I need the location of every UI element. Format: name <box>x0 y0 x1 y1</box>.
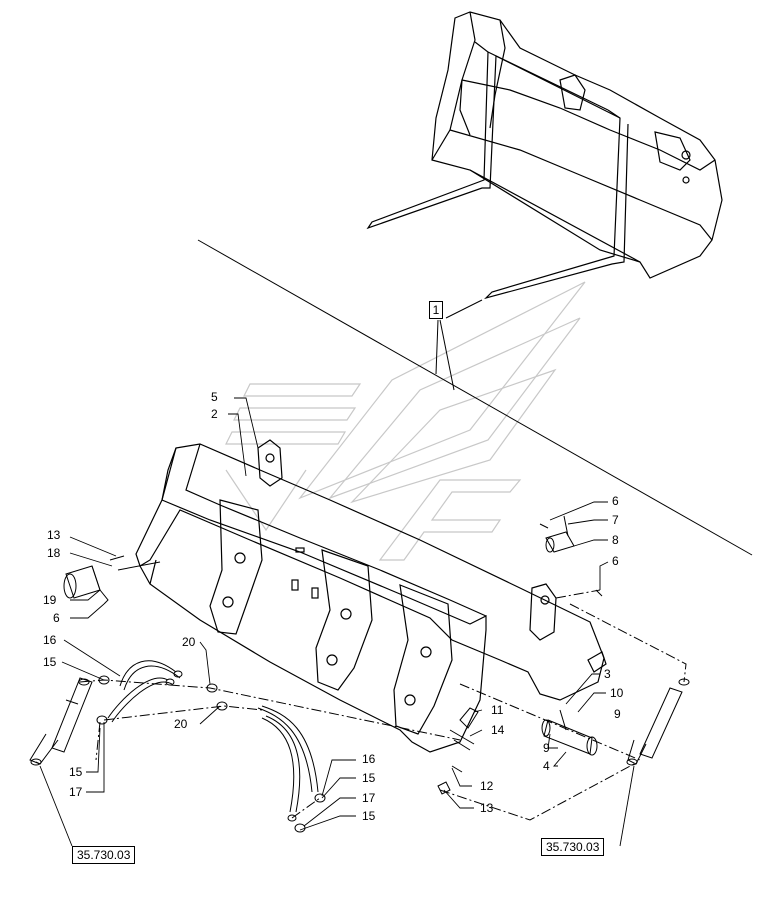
callout-6-right: 6 <box>612 554 619 568</box>
callout-15-left-bottom: 15 <box>69 765 83 779</box>
callout-6-left: 6 <box>53 611 60 625</box>
callout-9-left: 9 <box>543 741 550 755</box>
hydraulic-cylinder-right <box>626 678 690 766</box>
hydraulic-cylinder-left <box>29 677 93 766</box>
callout-16-bottom: 16 <box>362 752 376 766</box>
callout-20-bottom: 20 <box>174 717 188 731</box>
callout-15-bottom-top: 15 <box>362 771 376 785</box>
callout-17-bottom: 17 <box>362 791 376 805</box>
bolt-assembly <box>437 707 479 795</box>
leader-main-down2 <box>439 319 455 391</box>
callout-8: 8 <box>612 533 619 547</box>
bucket <box>135 439 607 753</box>
callout-3: 3 <box>604 667 611 681</box>
callout-11: 11 <box>491 703 504 717</box>
callout-15-left-top: 15 <box>43 655 57 669</box>
leader-main-down <box>435 319 439 375</box>
bucket-with-forks <box>366 11 723 300</box>
pin-13 <box>109 555 125 561</box>
callout-13-left: 13 <box>47 528 61 542</box>
callout-19: 19 <box>43 593 57 607</box>
callout-14: 14 <box>491 723 505 737</box>
callout-18: 18 <box>47 546 61 560</box>
callout-10: 10 <box>610 686 624 700</box>
callout-9-right: 9 <box>614 707 621 721</box>
hose-assembly <box>96 660 326 833</box>
cylinder-19 <box>63 565 109 605</box>
callout-2: 2 <box>211 407 218 421</box>
pin-8 <box>539 515 603 597</box>
reference-box-left[interactable]: 35.730.03 <box>72 846 136 864</box>
callout-leaders <box>39 397 635 847</box>
dash-dot-connectors <box>35 589 687 821</box>
watermark-logo <box>225 281 586 561</box>
callout-5: 5 <box>211 390 218 404</box>
callout-13-right: 13 <box>480 801 494 815</box>
callout-12: 12 <box>480 779 494 793</box>
callout-7: 7 <box>612 513 619 527</box>
callout-15-bottom: 15 <box>362 809 376 823</box>
callout-6-right-top: 6 <box>612 494 619 508</box>
callout-4: 4 <box>543 759 550 773</box>
section-divider-line <box>197 239 753 556</box>
callout-20-top: 20 <box>182 635 196 649</box>
reference-box-right[interactable]: 35.730.03 <box>541 838 605 856</box>
pin-18 <box>117 561 161 571</box>
callout-main-1: 1 <box>429 301 443 319</box>
leader-main-top <box>445 299 483 319</box>
callout-16-left: 16 <box>43 633 57 647</box>
callout-17-left: 17 <box>69 785 83 799</box>
